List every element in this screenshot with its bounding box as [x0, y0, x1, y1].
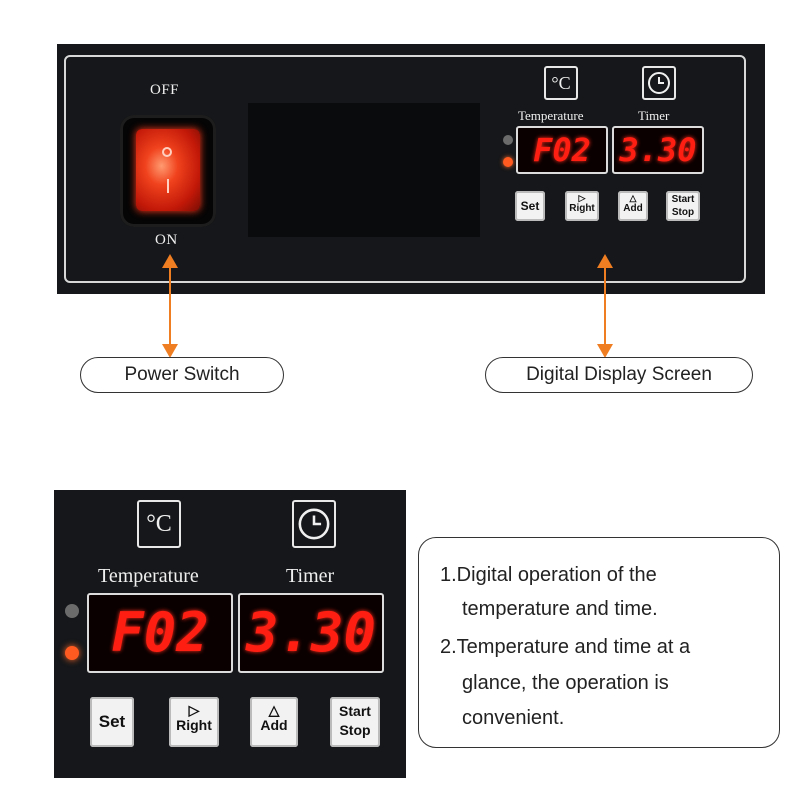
- celsius-icon-large: °C: [137, 500, 181, 548]
- note-line-4: glance, the operation is: [462, 672, 669, 694]
- temperature-label: Temperature: [518, 108, 584, 123]
- add-button-large-label: Add: [260, 717, 288, 733]
- power-switch[interactable]: [120, 115, 216, 227]
- display-arrow-icon: [597, 254, 613, 358]
- timer-display-large: 3.30: [238, 593, 384, 673]
- blank-panel-window: [248, 103, 480, 237]
- set-button[interactable]: Set: [515, 191, 545, 221]
- right-button-large[interactable]: ▷ Right: [169, 697, 219, 747]
- start-stop-button[interactable]: Start Stop: [666, 191, 700, 221]
- clock-icon-large: [292, 500, 336, 548]
- add-button[interactable]: △ Add: [618, 191, 648, 221]
- on-symbol-icon: [167, 179, 169, 193]
- celsius-icon-text: °C: [551, 72, 571, 93]
- up-arrow-icon: △: [629, 193, 637, 203]
- up-arrow-icon-large: △: [268, 702, 280, 718]
- set-button-large[interactable]: Set: [90, 697, 134, 747]
- note-line-1: 1.Digital operation of the: [440, 564, 657, 586]
- status-led-grey: [503, 135, 513, 145]
- feature-description-box: [418, 537, 780, 748]
- celsius-icon: °C: [544, 66, 578, 100]
- start-stop-button-large[interactable]: Start Stop: [330, 697, 380, 747]
- panel-border: [64, 55, 746, 283]
- timer-display: 3.30: [612, 126, 704, 174]
- on-label: ON: [155, 232, 178, 248]
- status-led-orange-large: [65, 646, 79, 660]
- right-button-large-label: Right: [176, 717, 212, 733]
- add-button-label: Add: [623, 203, 643, 214]
- note-line-3: 2.Temperature and time at a: [440, 636, 691, 658]
- off-label: OFF: [150, 82, 180, 98]
- timer-label: Timer: [638, 108, 670, 123]
- note-line-5: convenient.: [462, 707, 565, 729]
- timer-label-large: Timer: [286, 565, 335, 587]
- right-button-label: Right: [569, 203, 595, 214]
- stop-label: Stop: [671, 207, 695, 218]
- right-arrow-icon-large: ▷: [188, 702, 200, 718]
- power-switch-rocker[interactable]: [136, 129, 200, 211]
- celsius-icon-large-text: °C: [146, 510, 172, 537]
- clock-icon: [642, 66, 676, 100]
- temperature-display: F02: [516, 126, 608, 174]
- off-symbol-icon: [162, 147, 172, 157]
- start-label: Start: [671, 194, 695, 205]
- power-switch-arrow-icon: [162, 254, 178, 358]
- stop-label-large: Stop: [339, 722, 371, 738]
- temperature-display-large: F02: [87, 593, 233, 673]
- right-arrow-icon: ▷: [578, 193, 586, 203]
- right-button[interactable]: ▷ Right: [565, 191, 599, 221]
- temperature-label-large: Temperature: [98, 565, 199, 587]
- power-switch-callout: Power Switch: [80, 357, 284, 393]
- start-label-large: Start: [339, 703, 371, 719]
- status-led-orange: [503, 157, 513, 167]
- status-led-grey-large: [65, 604, 79, 618]
- note-line-2: temperature and time.: [462, 598, 658, 620]
- digital-display-callout: Digital Display Screen: [485, 357, 753, 393]
- add-button-large[interactable]: △ Add: [250, 697, 298, 747]
